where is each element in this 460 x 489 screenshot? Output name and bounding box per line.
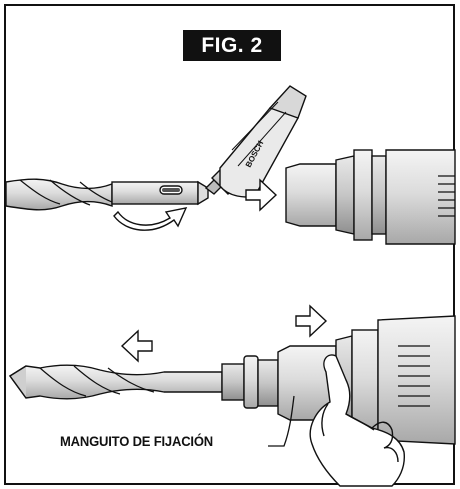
callout-leader bbox=[268, 395, 295, 447]
top-drill-bit bbox=[5, 178, 209, 211]
grease-tube: BOSCH bbox=[204, 85, 307, 198]
arrow-right-icon bbox=[245, 178, 278, 212]
callout-label-locking-sleeve: MANGUITO DE FIJACIÓN bbox=[60, 433, 214, 449]
arrow-left-icon bbox=[120, 329, 153, 363]
bottom-hammer-chuck bbox=[221, 315, 456, 445]
bottom-drill-bit bbox=[8, 364, 223, 400]
figure-title: FIG. 2 bbox=[183, 30, 281, 61]
hand bbox=[309, 354, 406, 487]
arrow-right-icon bbox=[295, 304, 328, 338]
rotate-arrow-icon bbox=[113, 207, 188, 231]
top-hammer-chuck bbox=[285, 149, 456, 245]
